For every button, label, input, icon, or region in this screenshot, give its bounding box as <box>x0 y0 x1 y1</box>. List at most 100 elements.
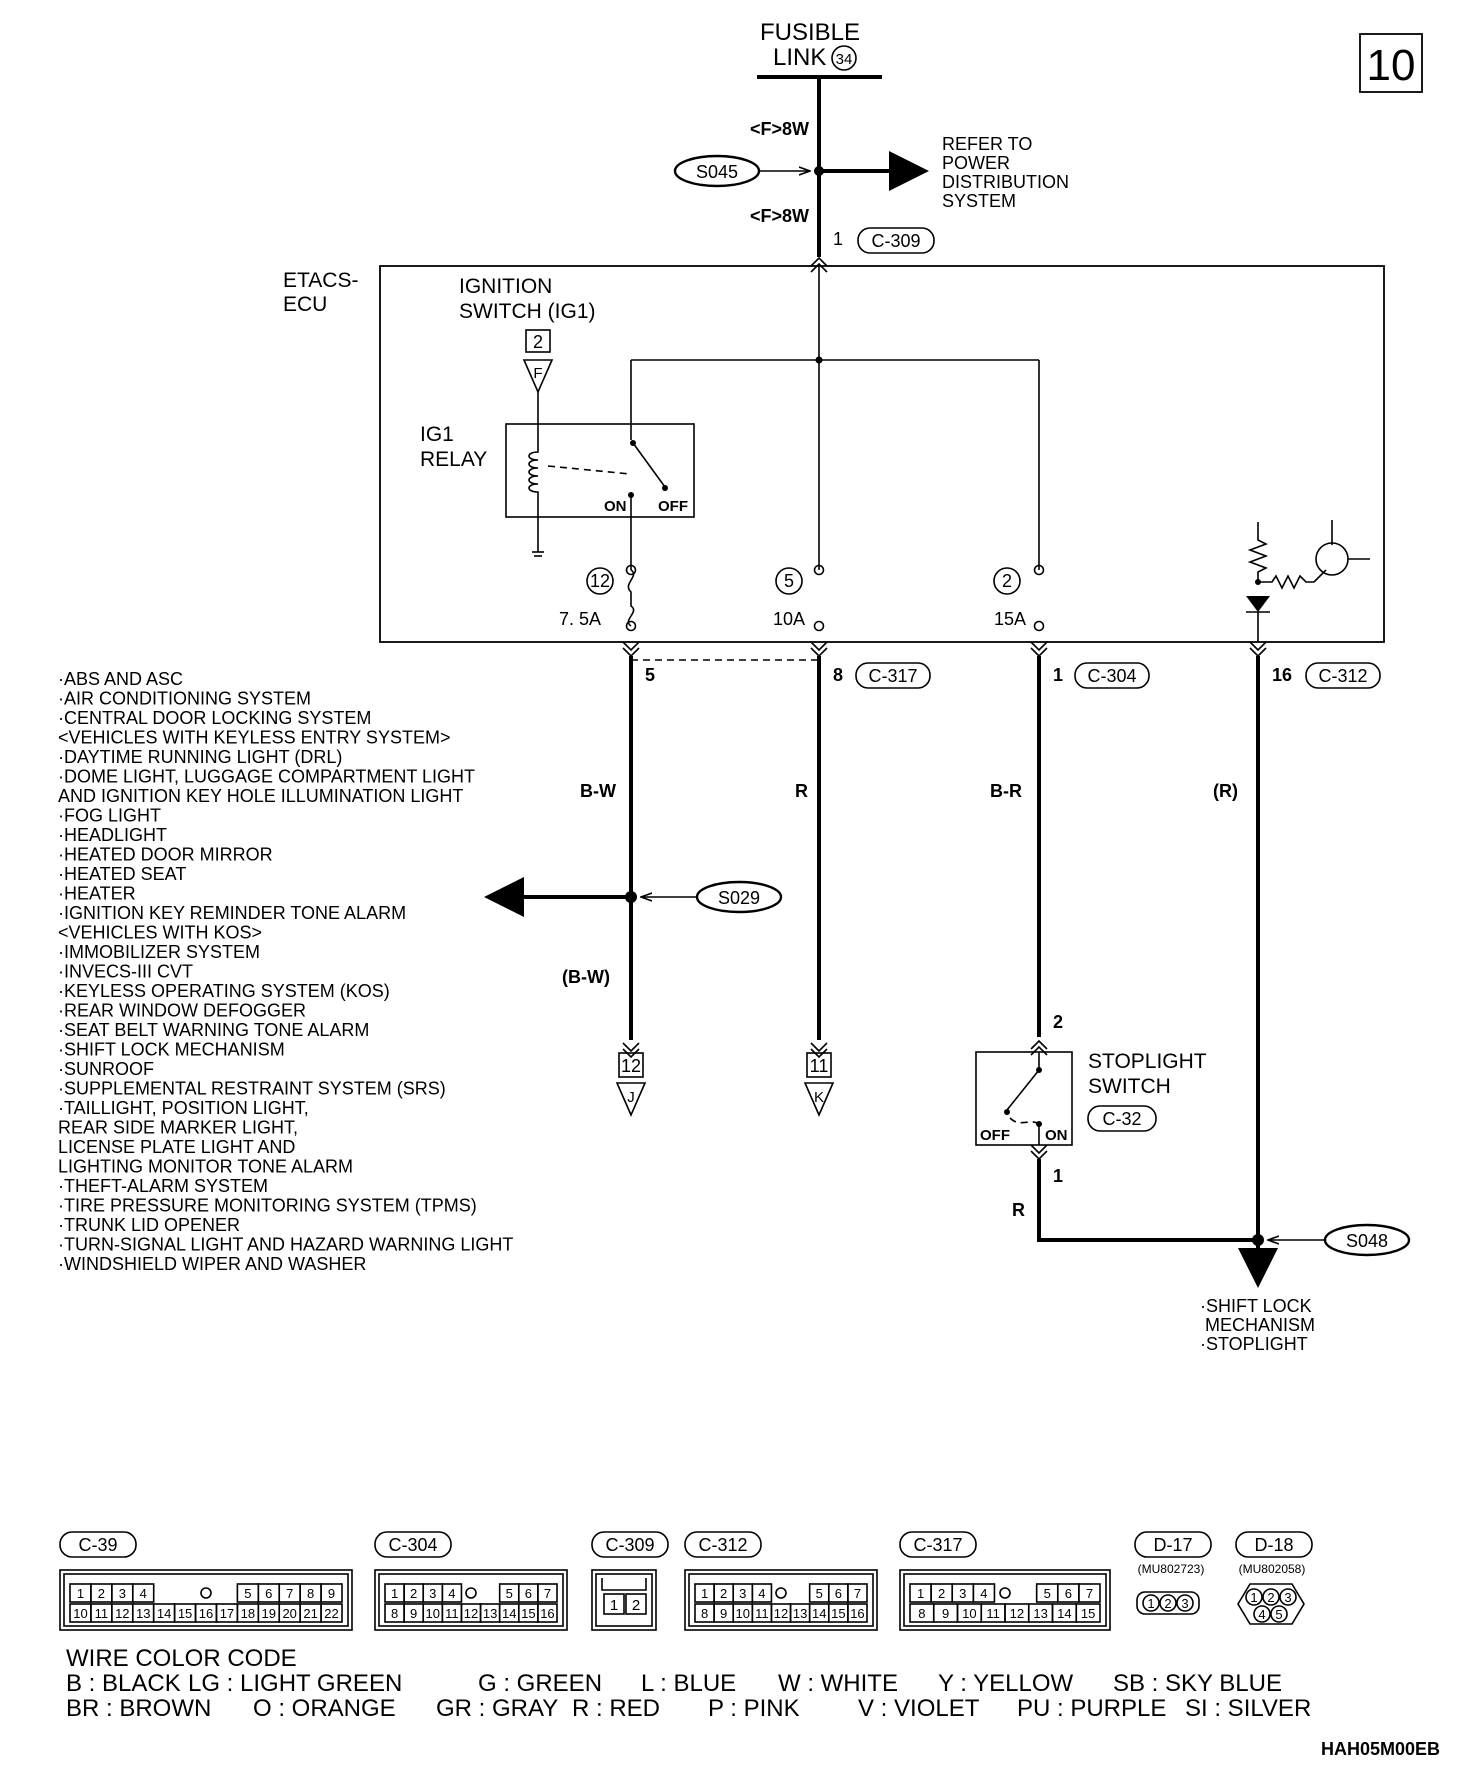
connector-pin: 14 <box>812 1606 826 1621</box>
systems-list-item: ·IMMOBILIZER SYSTEM <box>58 942 260 962</box>
connector-pin: 2 <box>98 1586 105 1601</box>
splice-s048: S048 <box>1252 1223 1411 1257</box>
connector-pin: 3 <box>1284 1590 1291 1605</box>
connector-pin: 16 <box>199 1606 213 1621</box>
refer-to-note: REFER TO POWER DISTRIBUTION SYSTEM <box>942 134 1069 211</box>
connector-pin: 1 <box>77 1586 84 1601</box>
wire-color-code-entry: P : PINK <box>708 1695 800 1722</box>
systems-list-item: ·KEYLESS OPERATING SYSTEM (KOS) <box>58 981 390 1001</box>
wire-label-r-lower: R <box>1012 1200 1025 1220</box>
systems-list-item: ·INVECS-III CVT <box>58 962 193 982</box>
systems-list-item: LICENSE PLATE LIGHT AND <box>58 1137 295 1157</box>
wire-color-code-title: WIRE COLOR CODE <box>66 1645 297 1672</box>
connector-pin: 3 <box>429 1586 436 1601</box>
connector-pin: 15 <box>831 1606 845 1621</box>
connector-pin: 6 <box>1065 1586 1072 1601</box>
systems-list: ·ABS AND ASC·AIR CONDITIONING SYSTEM·CEN… <box>58 669 513 1274</box>
c32-pin1-label: 1 <box>1053 1166 1063 1186</box>
connector-pin: 10 <box>962 1606 976 1621</box>
systems-list-item: ·FOG LIGHT <box>58 806 161 826</box>
systems-list-item: ·DAYTIME RUNNING LIGHT (DRL) <box>58 747 342 767</box>
c32-pin2-label: 2 <box>1053 1012 1063 1032</box>
connector-tag-c309: C-309 <box>857 227 935 254</box>
wire-color-code-entry: B : BLACK <box>66 1670 181 1697</box>
connector-pin: 13 <box>136 1606 150 1621</box>
connector-pin: 7 <box>286 1586 293 1601</box>
connector-pin: 6 <box>265 1586 272 1601</box>
connector-view-part: (MU802058) <box>1239 1562 1306 1576</box>
systems-list-item: ·WINDSHIELD WIPER AND WASHER <box>58 1254 366 1274</box>
connector-pin: 12 <box>115 1606 129 1621</box>
fusible-link-label-1: FUSIBLE <box>760 19 860 46</box>
wire-color-code-entry: Y : YELLOW <box>938 1670 1074 1697</box>
splice-s048-label: S048 <box>1346 1231 1388 1251</box>
terminal-k-letter: K <box>814 1089 824 1106</box>
connector-pin: 4 <box>140 1586 147 1601</box>
connector-view-id: C-309 <box>605 1535 654 1555</box>
connector-pin: 11 <box>755 1606 769 1621</box>
fuse-2-rating: 15A <box>994 609 1026 629</box>
shift-lock-item-3: ·STOPLIGHT <box>1200 1334 1308 1354</box>
connector-pin: 20 <box>282 1606 296 1621</box>
connector-view-id: C-304 <box>388 1535 437 1555</box>
fuse-5: 5 10A <box>773 564 825 632</box>
connector-view-id: D-18 <box>1254 1535 1293 1555</box>
ignition-switch-letter: F <box>533 365 542 382</box>
c317-pin5-label: 5 <box>645 665 655 685</box>
connector-pin: 21 <box>303 1606 317 1621</box>
connector-pin: 8 <box>918 1606 925 1621</box>
systems-list-item: ·THEFT-ALARM SYSTEM <box>58 1176 268 1196</box>
systems-list-item: ·SEAT BELT WARNING TONE ALARM <box>58 1020 369 1040</box>
wire-color-code-entry: SB : SKY BLUE <box>1113 1670 1282 1697</box>
stoplight-label-2: SWITCH <box>1088 1075 1171 1098</box>
c309-pin-label: 1 <box>833 229 843 249</box>
ig1-relay-label-1: IG1 <box>420 423 454 446</box>
page-number: 10 <box>1367 41 1416 90</box>
shift-lock-list: ·SHIFT LOCK MECHANISM ·STOPLIGHT <box>1200 1296 1315 1354</box>
figure-code: HAH05M00EB <box>1321 1739 1440 1759</box>
systems-list-item: ·SUPPLEMENTAL RESTRAINT SYSTEM (SRS) <box>58 1079 446 1099</box>
ig1-relay-label-2: RELAY <box>420 448 487 471</box>
connector-pin: 12 <box>1010 1606 1024 1621</box>
splice-s045: S045 <box>673 151 929 191</box>
connector-pin: 2 <box>1267 1590 1274 1605</box>
connector-pin: 1 <box>701 1586 708 1601</box>
ignition-switch-pin: 2 <box>533 332 543 352</box>
wire-label-bw-paren: (B-W) <box>562 967 610 987</box>
systems-list-item: ·TRUNK LID OPENER <box>58 1215 240 1235</box>
terminal-j-letter: J <box>627 1089 635 1106</box>
connector-tag-c304: C-304 <box>1074 662 1150 689</box>
connector-pin: 1 <box>1250 1590 1257 1605</box>
connector-pin: 10 <box>73 1606 87 1621</box>
connector-pin: 3 <box>119 1586 126 1601</box>
connector-pin: 4 <box>758 1586 765 1601</box>
connector-pin: 11 <box>445 1606 459 1621</box>
connector-pin: 14 <box>157 1606 171 1621</box>
connector-view-id: D-17 <box>1153 1535 1192 1555</box>
terminal-j: 12 J <box>615 1042 647 1117</box>
refer-line-1: REFER TO <box>942 134 1032 154</box>
c317-pin8-label: 8 <box>833 665 843 685</box>
connector-pin: 22 <box>324 1606 338 1621</box>
connector-pin: 9 <box>720 1606 727 1621</box>
connector-pin: 15 <box>521 1606 535 1621</box>
connector-view-id: C-39 <box>78 1535 117 1555</box>
wire-color-code-entry: G : GREEN <box>478 1670 602 1697</box>
systems-list-item: ·AIR CONDITIONING SYSTEM <box>58 689 311 709</box>
stoplight-switch: 2 OFF ON 1 STOPLIGHT SWITCH C-32 <box>975 1012 1207 1186</box>
connector-pin: 1 <box>391 1586 398 1601</box>
ignition-switch: IGNITION SWITCH (IG1) 2 F <box>459 275 596 440</box>
ignition-switch-label-1: IGNITION <box>459 275 552 298</box>
wire-label-br: B-R <box>990 781 1022 801</box>
connector-pin: 2 <box>1164 1596 1171 1611</box>
terminal-j-pin: 12 <box>621 1056 641 1076</box>
connector-pin: 11 <box>95 1606 109 1621</box>
connector-pin: 1 <box>610 1597 618 1614</box>
